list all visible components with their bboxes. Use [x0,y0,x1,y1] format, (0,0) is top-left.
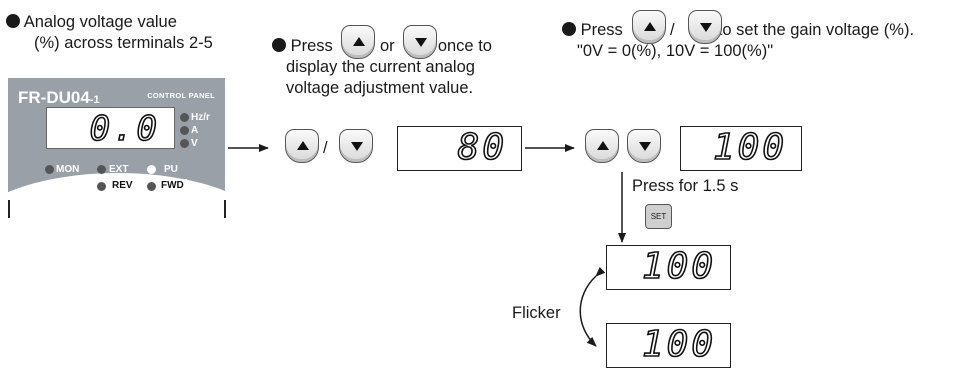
unit-a-label: A [191,125,199,136]
press-hold-text: Press for 1.5 s [632,177,739,195]
down-arrow-icon [351,142,363,151]
up-arrow-icon [353,37,365,46]
bullet-icon [272,38,286,52]
note-set-gain: Press / to set the gain voltage (%). "0V… [562,20,914,62]
display-100-value: 100 [712,127,787,168]
flicker-curve-arrow [579,266,606,347]
set-key-button[interactable]: SET [645,204,672,229]
note1-line2: (%) across terminals 2-5 [34,34,213,52]
fwd-led-icon [147,182,156,191]
down-key-button[interactable] [627,129,661,163]
a-led-icon [180,126,189,135]
bullet-icon [6,14,20,28]
up-arrow-icon [297,141,309,150]
up-key-button[interactable] [585,129,619,163]
down-arrow-icon [415,38,427,47]
hz-led-icon [180,113,189,122]
panel-display: 0.0 [46,107,175,149]
panel-display-value: 0.0 [89,109,160,149]
up-key-button[interactable] [341,25,375,59]
flicker-display-bottom: 100 [606,323,731,368]
ext-led-icon [97,165,106,174]
note2-press: Press [290,37,333,55]
note3-line2: "0V = 0(%), 10V = 100(%)" [577,42,774,60]
down-key-button[interactable] [403,25,437,59]
display-100: 100 [680,126,802,171]
unit-v-label: V [191,138,198,149]
flicker-label: Flicker [512,304,561,322]
up-key-button[interactable] [285,129,319,163]
down-arrow-icon [639,142,651,151]
display-80-value: 80 [457,127,507,168]
down-key-button[interactable] [339,129,373,163]
fwd-label: FWD [158,179,187,193]
mon-label: MON [56,164,80,175]
mon-led-icon [45,165,54,174]
panel-right-edge [224,200,226,218]
pu-label: PU [164,164,178,175]
rev-label: REV [109,179,136,193]
control-panel: FR-DU04-1 CONTROL PANEL 0.0 Hz/r A V MON… [8,78,225,218]
flicker-display-top: 100 [606,245,731,290]
note3-press: Press [580,21,623,39]
note3-slash: / [669,21,675,39]
rev-led-icon [97,182,106,191]
note2-line3: voltage adjustment value. [286,79,474,97]
panel-model-title: FR-DU04-1 [18,88,100,107]
display-80: 80 [397,126,522,171]
up-key-button[interactable] [632,10,666,44]
up-arrow-icon [597,141,609,150]
note2-line2: display the current analog [286,58,475,76]
note-analog-voltage: Analog voltage value (%) across terminal… [6,12,213,54]
bullet-icon [562,22,576,36]
note3-to-set: to set the gain voltage (%). [717,21,915,39]
v-led-icon [180,139,189,148]
down-arrow-icon [700,23,712,32]
note2-once-to: once to [437,37,492,55]
pu-led-icon [147,165,156,174]
note1-line1: Analog voltage value [23,13,177,31]
flicker-display-bottom-value: 100 [641,324,716,365]
panel-subtitle: CONTROL PANEL [147,91,215,100]
ext-label: EXT [109,164,129,175]
flicker-display-top-value: 100 [641,246,716,287]
unit-hz-label: Hz/r [191,112,210,123]
down-key-button[interactable] [688,10,722,44]
note2-or: or [379,37,395,55]
note-press-once: Press or once to display the current ana… [272,36,492,99]
step1-slash: / [323,139,328,157]
panel-left-edge [8,200,10,218]
up-arrow-icon [644,22,656,31]
